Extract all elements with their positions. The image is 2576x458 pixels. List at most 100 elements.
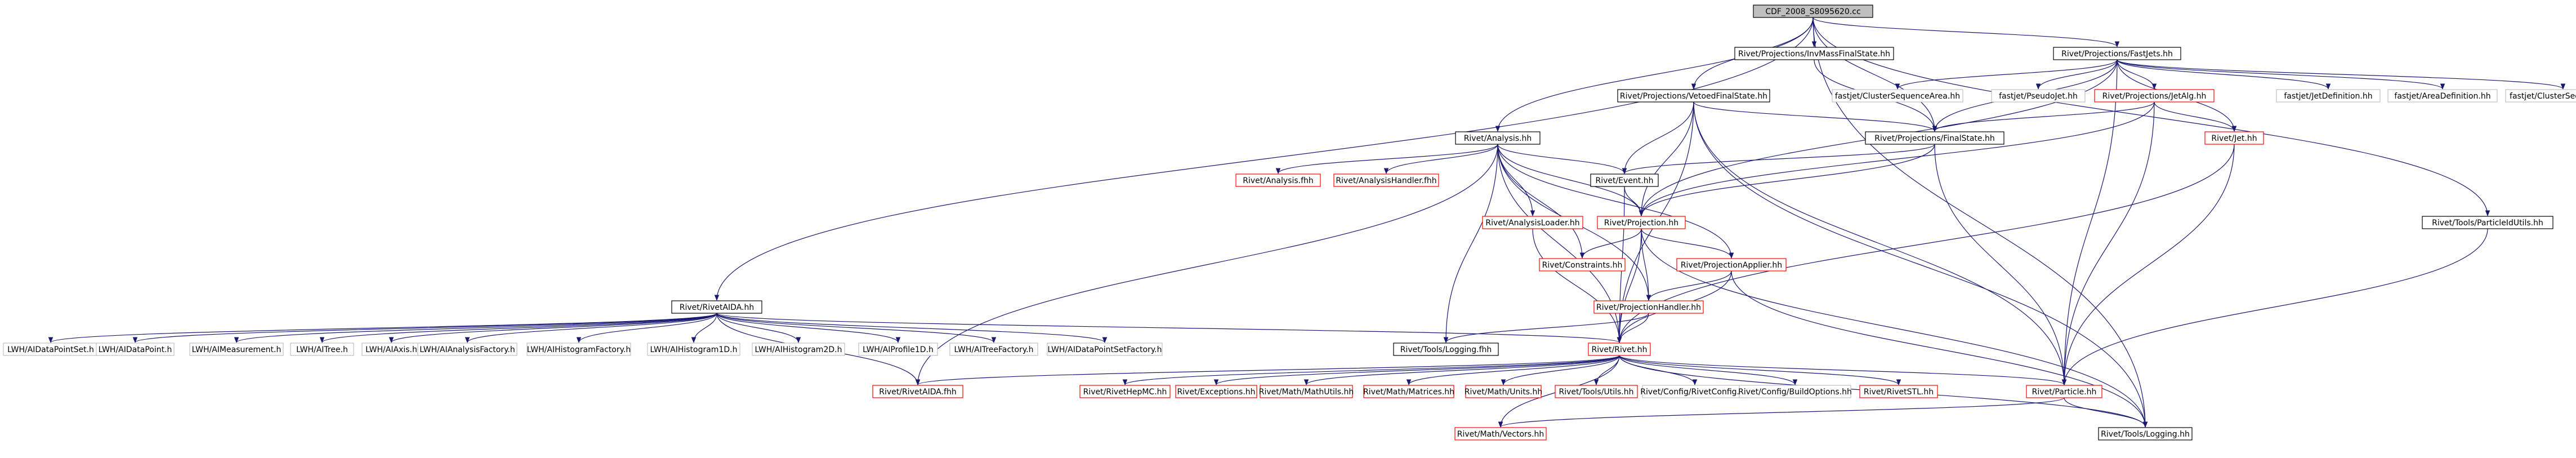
node-box bbox=[417, 343, 517, 356]
node-box bbox=[1753, 5, 1873, 18]
node-buildoptions: Rivet/Config/BuildOptions.hh bbox=[1738, 385, 1852, 398]
edge-analysis-to-analysisfhh bbox=[1275, 144, 1498, 175]
node-fjcs: fastjet/ClusterSequence.hh bbox=[2505, 89, 2576, 103]
node-label: Rivet/Math/MathUtils.hh bbox=[1259, 388, 1354, 397]
node-units[interactable]: Rivet/Math/Units.hh bbox=[1465, 385, 1542, 398]
node-label: Rivet/Projections/VetoedFinalState.hh bbox=[1620, 92, 1767, 101]
node-box bbox=[1454, 427, 1547, 441]
node-analysisloader[interactable]: Rivet/AnalysisLoader.hh bbox=[1482, 216, 1583, 229]
node-label: Rivet/Config/RivetConfig.hh bbox=[1640, 388, 1749, 397]
node-box bbox=[1455, 131, 1541, 145]
node-logging[interactable]: Rivet/Tools/Logging.hh bbox=[2098, 427, 2193, 441]
node-lwh_dpsf: LWH/AIDataPointSetFactory.h bbox=[1047, 343, 1163, 356]
node-rivetaidafhh[interactable]: Rivet/RivetAIDA.fhh bbox=[872, 385, 963, 398]
edge-vetoed-to-logging bbox=[1693, 101, 2148, 428]
node-box bbox=[1588, 343, 1651, 356]
node-particleidutils[interactable]: Rivet/Tools/ParticleIdUtils.hh bbox=[2422, 216, 2553, 229]
node-label: Rivet/ProjectionApplier.hh bbox=[1681, 261, 1782, 270]
node-box bbox=[1593, 300, 1704, 314]
node-box bbox=[2204, 131, 2264, 145]
edge-analysis-to-rivetaidafhh bbox=[915, 144, 1498, 386]
node-box bbox=[2505, 89, 2576, 103]
edge-cdf-to-fastjets bbox=[1812, 17, 2120, 48]
node-label: Rivet/Rivet.hh bbox=[1592, 345, 1648, 354]
node-label: fastjet/ClusterSequenceArea.hh bbox=[1835, 92, 1960, 101]
node-box bbox=[2387, 89, 2498, 103]
edge-particleidutils-to-particle bbox=[2061, 228, 2488, 386]
node-rivethh[interactable]: Rivet/Rivet.hh bbox=[1588, 343, 1651, 356]
node-label: Rivet/RivetHepMC.hh bbox=[1083, 388, 1167, 397]
node-matrices[interactable]: Rivet/Math/Matrices.hh bbox=[1363, 385, 1454, 398]
edge-rivethh-to-matrices bbox=[1406, 355, 1620, 386]
node-analysis[interactable]: Rivet/Analysis.hh bbox=[1455, 131, 1541, 145]
node-lwh_tree: LWH/AITree.h bbox=[290, 343, 354, 356]
node-label: LWH/AIHistogram2D.h bbox=[755, 345, 842, 354]
node-finalstate[interactable]: Rivet/Projections/FinalState.hh bbox=[1865, 131, 2004, 145]
node-box bbox=[858, 343, 938, 356]
node-vetoed[interactable]: Rivet/Projections/VetoedFinalState.hh bbox=[1617, 89, 1770, 103]
node-fjcsa: fastjet/ClusterSequenceArea.hh bbox=[1832, 89, 1963, 103]
node-label: LWH/AIMeasurement.h bbox=[192, 345, 282, 354]
node-label: LWH/AIDataPointSet.h bbox=[7, 345, 94, 354]
edge-rivethh-to-rivethepmc bbox=[1123, 355, 1620, 386]
node-box bbox=[1739, 385, 1851, 398]
node-label: LWH/AITree.h bbox=[296, 345, 348, 354]
edge-rivetaida-to-lwh_axis bbox=[389, 313, 717, 344]
edge-cdf-to-finalstate bbox=[1812, 17, 1937, 132]
node-label: Rivet/Analysis.hh bbox=[1464, 134, 1532, 143]
node-cdf[interactable]: CDF_2008_S8095620.cc bbox=[1753, 5, 1873, 18]
node-loggingfhh[interactable]: Rivet/Tools/Logging.fhh bbox=[1393, 343, 1499, 356]
node-lwh_af: LWH/AIAnalysisFactory.h bbox=[417, 343, 517, 356]
edge-fastjets-to-fjcs bbox=[2117, 59, 2566, 90]
node-event[interactable]: Rivet/Event.hh bbox=[1590, 174, 1659, 187]
node-rivetstl[interactable]: Rivet/RivetSTL.hh bbox=[1859, 385, 1938, 398]
node-box bbox=[1832, 89, 1963, 103]
node-jetalg[interactable]: Rivet/Projections/JetAlg.hh bbox=[2094, 89, 2215, 103]
node-box bbox=[752, 343, 845, 356]
edge-rivethh-to-units bbox=[1501, 355, 1620, 386]
edge-event-to-projection bbox=[1624, 186, 1644, 217]
node-label: LWH/AIAnalysisFactory.h bbox=[419, 345, 515, 354]
node-fastjets[interactable]: Rivet/Projections/FastJets.hh bbox=[2053, 47, 2181, 60]
edge-analysis-to-event bbox=[1497, 144, 1627, 175]
node-vectors[interactable]: Rivet/Math/Vectors.hh bbox=[1454, 427, 1547, 441]
node-label: Rivet/Math/Matrices.hh bbox=[1363, 388, 1454, 397]
node-label: Rivet/RivetAIDA.fhh bbox=[879, 388, 956, 397]
node-exceptions[interactable]: Rivet/Exceptions.hh bbox=[1175, 385, 1257, 398]
edge-analysis-to-projection bbox=[1497, 144, 1644, 217]
edge-projection-to-projhandler bbox=[1641, 228, 1651, 301]
node-projapplier[interactable]: Rivet/ProjectionApplier.hh bbox=[1676, 258, 1787, 272]
node-lwh_axis: LWH/AIAxis.h bbox=[361, 343, 421, 356]
node-box bbox=[1734, 47, 1894, 60]
node-jet[interactable]: Rivet/Jet.hh bbox=[2204, 131, 2264, 145]
node-toolsutils[interactable]: Rivet/Tools/Utils.hh bbox=[1555, 385, 1638, 398]
edge-rivetaida-to-lwh_af bbox=[465, 313, 717, 344]
edge-rivetaida-to-lwh_h2 bbox=[716, 313, 801, 344]
node-analysisfhh[interactable]: Rivet/Analysis.fhh bbox=[1235, 174, 1321, 187]
edge-jetalg-to-projection bbox=[1639, 101, 2155, 217]
node-mathutils[interactable]: Rivet/Math/MathUtils.hh bbox=[1259, 385, 1354, 398]
node-label: LWH/AIHistogram1D.h bbox=[650, 345, 738, 354]
node-analysishandler[interactable]: Rivet/AnalysisHandler.fhh bbox=[1333, 174, 1439, 187]
node-fjjd: fastjet/JetDefinition.hh bbox=[2276, 89, 2381, 103]
node-projhandler[interactable]: Rivet/ProjectionHandler.hh bbox=[1593, 300, 1704, 314]
node-label: Rivet/RivetSTL.hh bbox=[1864, 388, 1934, 397]
node-label: Rivet/Projections/InvMassFinalState.hh bbox=[1738, 50, 1890, 59]
node-label: Rivet/Config/BuildOptions.hh bbox=[1738, 388, 1852, 397]
edge-rivethh-to-mathutils bbox=[1303, 355, 1620, 386]
edge-fastjets-to-jetalg bbox=[2117, 59, 2157, 90]
node-label: Rivet/Projections/JetAlg.hh bbox=[2102, 92, 2207, 101]
node-rivetaida[interactable]: Rivet/RivetAIDA.hh bbox=[671, 300, 762, 314]
node-invmass[interactable]: Rivet/Projections/InvMassFinalState.hh bbox=[1734, 47, 1894, 60]
edge-fastjets-to-fjad bbox=[2117, 59, 2445, 90]
node-lwh_hf: LWH/AIHistogramFactory.h bbox=[526, 343, 631, 356]
node-box bbox=[2098, 427, 2193, 441]
edge-fastjets-to-fjjd bbox=[2117, 59, 2331, 90]
node-constraints[interactable]: Rivet/Constraints.hh bbox=[1539, 258, 1626, 272]
node-particle[interactable]: Rivet/Particle.hh bbox=[2026, 385, 2102, 398]
node-box bbox=[647, 343, 740, 356]
node-rivethepmc[interactable]: Rivet/RivetHepMC.hh bbox=[1079, 385, 1171, 398]
node-projection[interactable]: Rivet/Projection.hh bbox=[1597, 216, 1686, 229]
node-lwh_dps: LWH/AIDataPointSet.h bbox=[3, 343, 99, 356]
edge-vetoed-to-projection bbox=[1639, 101, 1694, 217]
